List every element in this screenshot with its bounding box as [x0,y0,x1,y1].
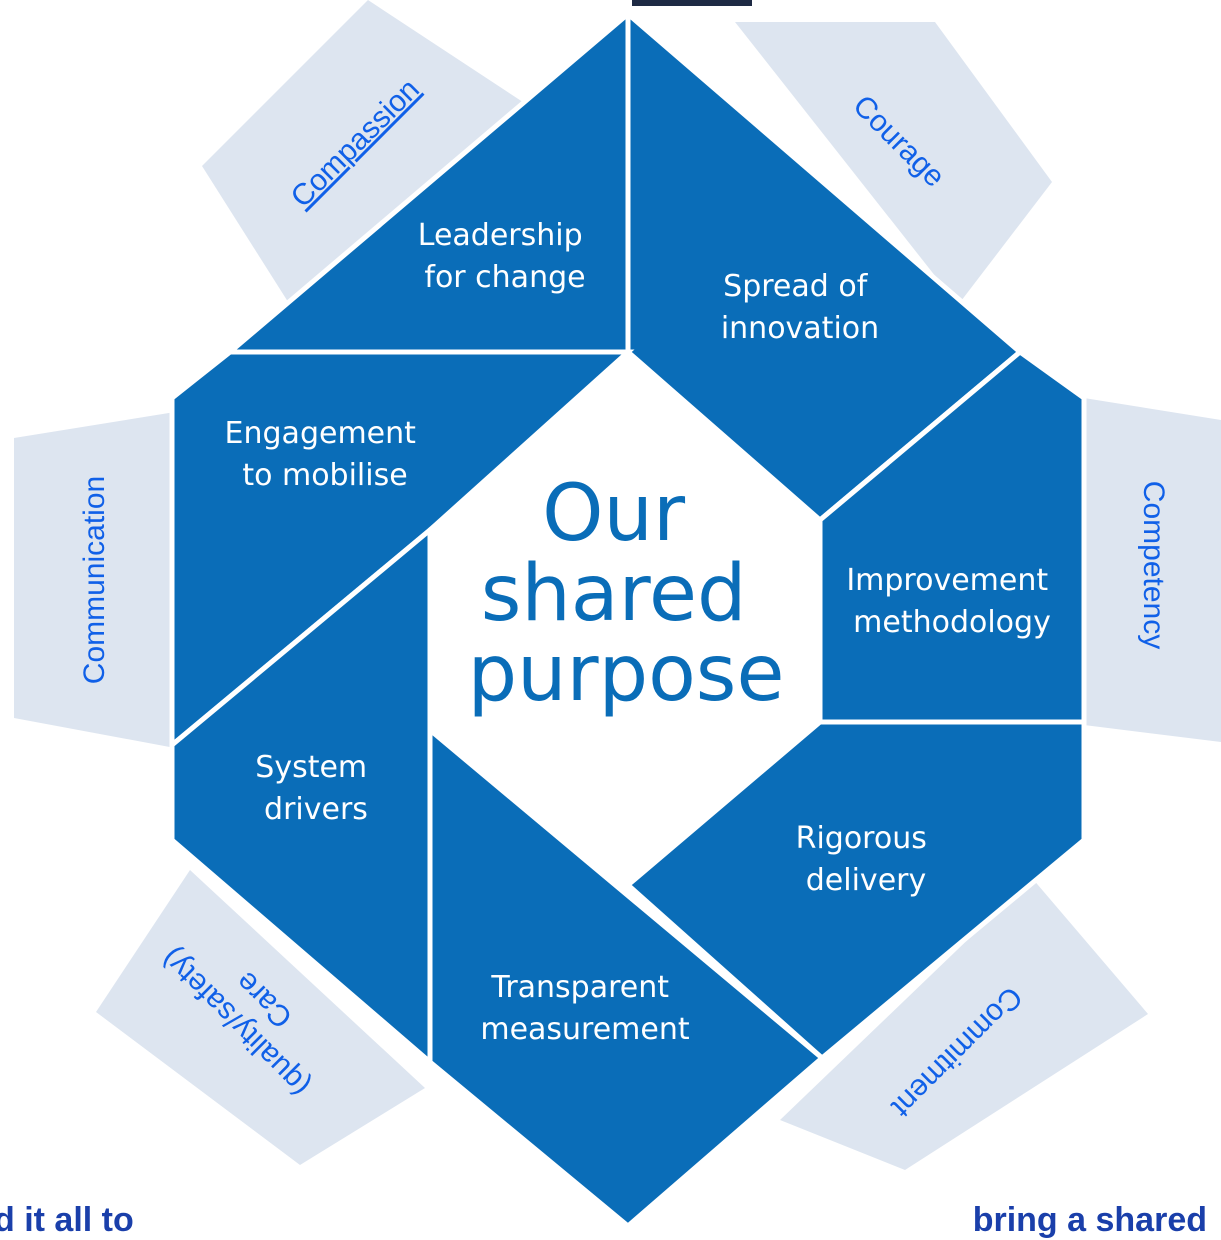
segment-transparent [427,724,826,1230]
label-innovation: Spread of innovation [721,269,879,346]
value-communication: Communication [78,476,111,684]
tab-communication [14,412,175,748]
photo-fragment [632,0,752,6]
label-engagement: Engagement to mobilise [225,416,426,493]
label-leadership: Leadership for change [418,218,592,295]
segments [169,8,1087,1230]
tab-courage [735,22,1052,305]
label-transparent: Transparent measurement [480,970,690,1047]
tab-commitment [780,878,1148,1170]
tab-care [96,870,425,1165]
footer-text-left: d it all to [0,1201,134,1239]
center-title: Our shared purpose [468,469,785,719]
segment-labels: Leadership for change Spread of innovati… [225,218,1057,1047]
value-competency: Competency [1137,481,1170,649]
label-system: System drivers [255,750,376,827]
center-hub [430,352,820,885]
label-improvement: Improvement methodology [846,563,1057,640]
tab-competency [1084,398,1221,742]
value-tabs [14,0,1221,1170]
tab-compassion [202,0,535,305]
footer-text-right: bring a shared [972,1201,1207,1239]
label-rigorous: Rigorous delivery [796,821,937,898]
